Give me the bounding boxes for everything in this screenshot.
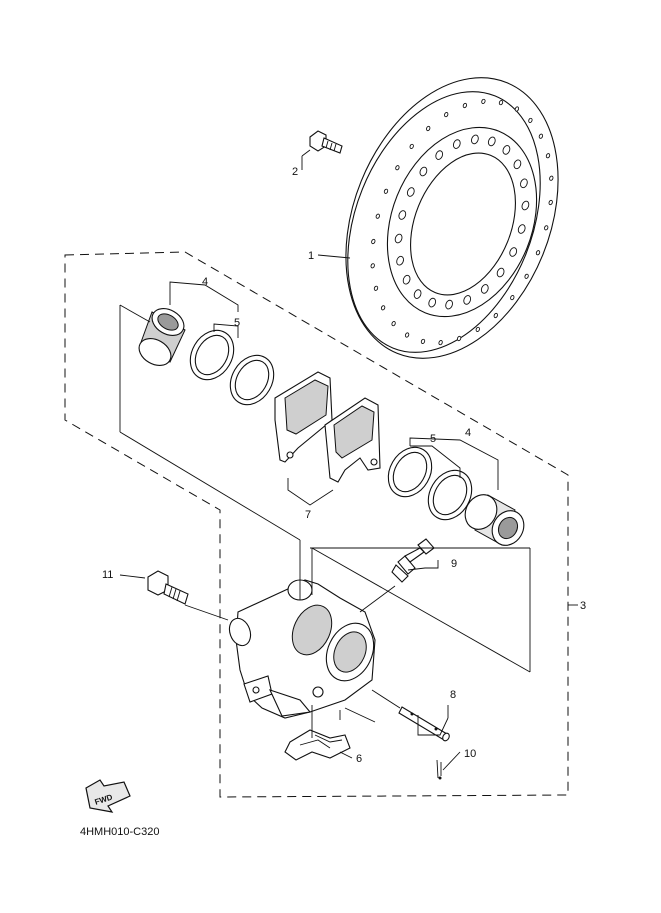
disc-hole [426, 125, 431, 132]
callout-8: 8 [450, 689, 456, 701]
disc-hole [521, 200, 530, 211]
disc-hole [395, 165, 400, 171]
callout-1: 1 [308, 250, 314, 262]
disc-hole [373, 285, 379, 291]
piston-right [464, 494, 525, 546]
callout-9: 9 [451, 558, 457, 570]
piston-seal-right-1 [387, 446, 433, 498]
piston-seal-right-2 [427, 469, 473, 521]
disc-hole [428, 297, 437, 308]
callout-4-right: 4 [465, 427, 471, 439]
disc-hole [535, 250, 541, 256]
disc-hole [438, 340, 443, 346]
callout-2: 2 [292, 166, 298, 178]
disc-hole [498, 100, 504, 106]
callout-5-right: 5 [430, 433, 436, 445]
disc-hole [413, 289, 422, 299]
disc-hole [396, 255, 404, 266]
disc-holes [370, 98, 554, 346]
callout-5-left: 5 [234, 317, 240, 329]
piston-seal-left-2 [229, 354, 275, 406]
disc-hole [435, 150, 444, 160]
diagram-code: 4HMH010-C320 [80, 826, 159, 838]
disc-hole [380, 305, 386, 311]
disc-hole [509, 247, 518, 257]
disc-hole [496, 267, 505, 278]
disc-hole [383, 188, 389, 194]
brake-pad-right [324, 397, 381, 483]
disc-hole [444, 112, 449, 118]
disc-hole [391, 321, 396, 327]
leader-lines [119, 149, 578, 771]
disc-hole [528, 117, 533, 123]
caliper-assembly-boundary [64, 251, 569, 798]
disc-hole [471, 134, 479, 145]
caliper-bolt [147, 570, 189, 605]
disc-hole [456, 335, 462, 342]
disc-hole [402, 274, 411, 285]
disc-hole [549, 175, 554, 181]
disc-hole [371, 238, 376, 245]
piston-left [138, 308, 186, 366]
callout-6: 6 [356, 753, 362, 765]
caliper-body [228, 579, 376, 719]
disc-hole [502, 145, 511, 155]
disc-hole [452, 139, 461, 149]
disc-hole [480, 284, 489, 294]
forward-arrow-icon: FWD [85, 779, 131, 813]
callout-4-left: 4 [202, 276, 208, 288]
disc-hole [370, 263, 375, 269]
pad-pin [398, 706, 450, 742]
pad-spring [284, 729, 351, 761]
disc-hole [419, 166, 428, 177]
disc-hole [406, 187, 415, 197]
disc-hole [404, 332, 410, 338]
disc-hole [475, 326, 480, 332]
disc-hole [520, 178, 528, 189]
brake-disc [345, 77, 559, 359]
disc-hole [445, 299, 453, 310]
disc-hole [545, 153, 551, 159]
piston-seal-left-1 [189, 329, 235, 381]
disc-hole [514, 106, 520, 112]
bleed-screw [391, 547, 425, 583]
brake-pad-left [274, 371, 333, 463]
callout-3: 3 [580, 600, 586, 612]
disc-hole [462, 102, 468, 109]
callout-numbers: 1 2 3 4 5 4 5 6 7 8 9 10 11 [102, 166, 586, 765]
disc-hole [487, 136, 496, 147]
pin-clip [436, 759, 442, 780]
callout-7: 7 [305, 509, 311, 521]
disc-hole [463, 295, 472, 305]
disc-hole [420, 338, 426, 344]
disc-bolt [309, 130, 343, 154]
disc-hole [481, 98, 486, 104]
disc-hole [375, 213, 380, 219]
disc-hole [394, 233, 403, 244]
disc-hole [510, 295, 515, 301]
disc-hole [544, 225, 549, 231]
disc-hole [409, 143, 414, 149]
disc-hole [538, 133, 544, 139]
callout-10: 10 [464, 748, 476, 760]
disc-hole [548, 199, 553, 206]
disc-hole [513, 159, 522, 170]
disc-hole [517, 224, 526, 234]
disc-hole [524, 273, 529, 279]
callout-11: 11 [102, 569, 113, 581]
disc-hole [398, 210, 407, 220]
disc-hole [493, 312, 498, 319]
